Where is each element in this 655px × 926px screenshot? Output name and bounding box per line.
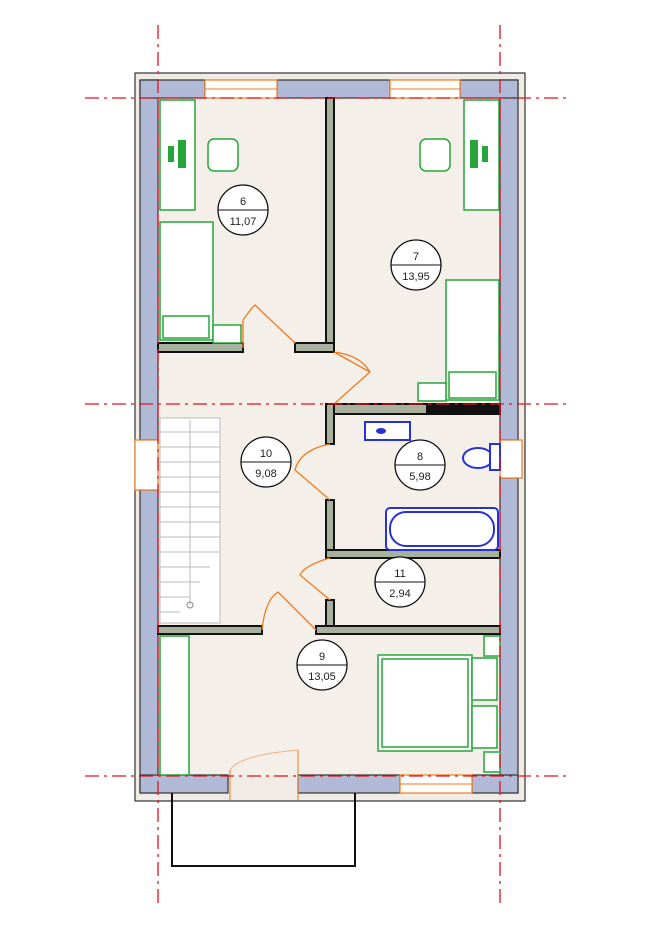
wardrobe: [159, 635, 190, 776]
room-tag-8: 8 5,98: [394, 439, 446, 491]
desk: [463, 99, 500, 211]
room-tag-9: 9 13,05: [296, 639, 348, 691]
nightstand: [212, 324, 242, 344]
radiator: [426, 404, 500, 414]
room-tag-7: 7 13,95: [390, 239, 442, 291]
balcony: [171, 793, 356, 867]
chair-icon: [419, 138, 451, 172]
window-stairs: [134, 439, 159, 491]
room-number: 7: [413, 251, 419, 263]
room-tag-6: 6 11,07: [217, 184, 269, 236]
room-area: 13,05: [308, 671, 336, 683]
exterior-walls: [139, 79, 519, 794]
room-number: 10: [260, 448, 272, 460]
bathroom-fixtures: [364, 421, 501, 551]
room-number: 8: [417, 451, 423, 463]
interior-walls: [157, 97, 501, 635]
nightstand: [471, 657, 498, 701]
monitor-icon: [178, 140, 186, 168]
nightstand: [471, 705, 498, 749]
furniture-room-7: [417, 99, 500, 414]
door-room-7: [333, 351, 372, 405]
room-area: 2,94: [389, 588, 410, 600]
toilet: [462, 447, 494, 469]
door-room-6: [242, 304, 296, 348]
window-bathroom: [499, 439, 523, 479]
door-room-8: [294, 443, 331, 501]
furniture-room-6: [159, 99, 242, 344]
desk: [159, 99, 196, 211]
chair-icon: [207, 138, 239, 172]
monitor-icon: [470, 140, 478, 168]
nightstand: [417, 382, 447, 402]
door-room-9: [261, 591, 317, 631]
room-area: 11,07: [230, 216, 257, 228]
room-tag-11: 11 2,94: [374, 556, 426, 608]
doors[interactable]: [229, 304, 372, 800]
windows: [134, 79, 523, 794]
balcony-door: [229, 749, 299, 771]
sink: [364, 421, 411, 441]
room-area: 5,98: [409, 471, 430, 483]
room-number: 9: [319, 651, 325, 663]
staircase: [159, 417, 221, 624]
room-number: 11: [394, 568, 405, 580]
room-number: 6: [240, 196, 246, 208]
door-room-11: [299, 557, 331, 601]
room-area: 9,08: [255, 468, 276, 480]
room-tag-10: 10 9,08: [240, 436, 292, 488]
furniture-room-9: [159, 635, 501, 776]
grid-axes: [85, 25, 570, 905]
room-area: 13,95: [402, 271, 430, 283]
